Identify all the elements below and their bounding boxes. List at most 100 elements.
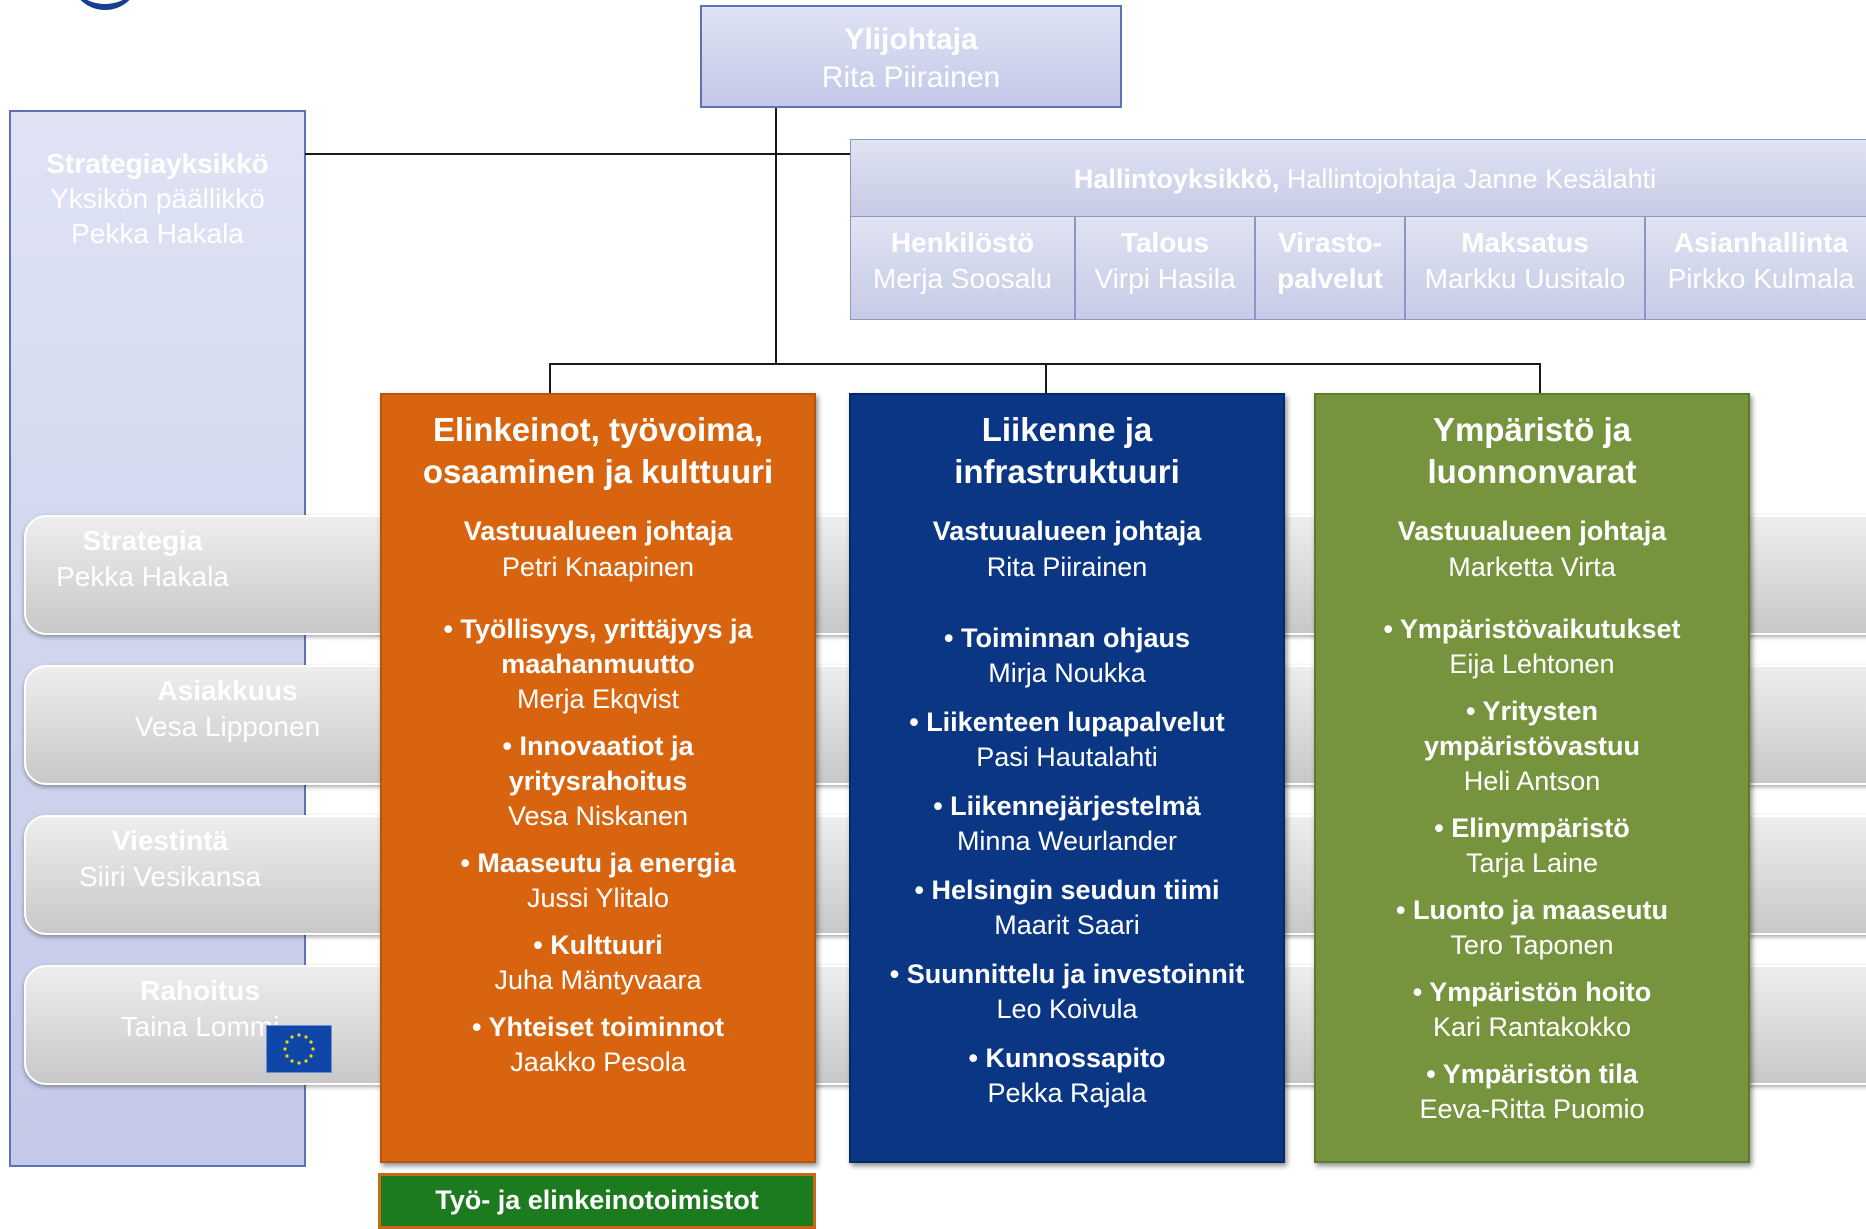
column-head: Vastuualueen johtaja Petri Knaapinen [382, 513, 814, 585]
list-item: • Ympäristön tila Eeva-Ritta Puomio [1316, 1057, 1748, 1127]
admin-sub-maksatus: Maksatus Markku Uusitalo [1405, 216, 1645, 320]
admin-sub-title: Virasto- [1278, 227, 1382, 258]
item-title: • Luonto ja maaseutu [1396, 895, 1668, 925]
column-head: Vastuualueen johtaja Marketta Virta [1316, 513, 1748, 585]
item-title-2: ympäristövastuu [1423, 731, 1641, 761]
list-item: • Yhteiset toiminnot Jaakko Pesola [382, 1010, 814, 1080]
item-name: Eija Lehtonen [1449, 649, 1615, 679]
column-head-name: Rita Piirainen [986, 552, 1148, 582]
list-item: • Innovaatiot ja yritysrahoitus Vesa Nis… [382, 729, 814, 834]
column-title: Elinkeinot, työvoima, osaaminen ja kultt… [382, 395, 814, 493]
admin-sub-talous: Talous Virpi Hasila [1075, 216, 1255, 320]
director-box: Ylijohtaja Rita Piirainen [700, 5, 1122, 108]
item-title: • Työllisyys, yrittäjyys ja [443, 614, 753, 644]
admin-sub-henkilosto: Henkilöstö Merja Soosalu [850, 216, 1075, 320]
side-name: Taina Lommi [120, 1011, 280, 1042]
item-title: • Liikennejärjestelmä [933, 791, 1201, 821]
item-name: Minna Weurlander [956, 826, 1178, 856]
column-title-line1: Ympäristö ja [1432, 411, 1632, 448]
side-label-strategia: Strategia Pekka Hakala [40, 523, 245, 595]
column-title-line2: infrastruktuuri [954, 453, 1180, 490]
column-ymparisto: Ympäristö ja luonnonvarat Vastuualueen j… [1314, 393, 1750, 1163]
admin-sub-virastopalvelut: Virasto- palvelut [1255, 216, 1405, 320]
column-liikenne: Liikenne ja infrastruktuuri Vastuualueen… [849, 393, 1285, 1163]
admin-sub-name: Markku Uusitalo [1424, 263, 1626, 294]
side-name: Siiri Vesikansa [78, 861, 262, 892]
side-label-rahoitus: Rahoitus Taina Lommi [90, 973, 310, 1045]
item-name: Eeva-Ritta Puomio [1419, 1094, 1645, 1124]
list-item: • Kunnossapito Pekka Rajala [851, 1041, 1283, 1111]
item-name: Pasi Hautalahti [976, 742, 1158, 772]
item-name: Tarja Laine [1465, 848, 1599, 878]
side-title: Rahoitus [140, 975, 260, 1006]
admin-sub-name: Merja Soosalu [873, 263, 1052, 294]
admin-sub-name: Virpi Hasila [1094, 263, 1236, 294]
column-head-role: Vastuualueen johtaja [463, 516, 733, 546]
item-title: • Maaseutu ja energia [460, 848, 736, 878]
item-title: • Toiminnan ohjaus [944, 623, 1190, 653]
item-name: Jaakko Pesola [510, 1047, 686, 1077]
column-title-line2: osaaminen ja kulttuuri [422, 453, 774, 490]
connector-col2 [1045, 363, 1047, 393]
strategy-unit-title: Strategiayksikkö [46, 148, 269, 179]
admin-sub-title: Henkilöstö [890, 227, 1035, 258]
item-name: Tero Taponen [1450, 930, 1614, 960]
admin-sub-title-2: palvelut [1277, 263, 1383, 294]
eu-flag-icon [266, 1025, 332, 1073]
column-head-role: Vastuualueen johtaja [1397, 516, 1667, 546]
item-name: Kari Rantakokko [1432, 1012, 1632, 1042]
list-item: • Toiminnan ohjaus Mirja Noukka [851, 621, 1283, 691]
item-name: Maarit Saari [994, 910, 1140, 940]
column-head-role: Vastuualueen johtaja [932, 516, 1202, 546]
offices-box: Työ- ja elinkeinotoimistot [378, 1173, 816, 1229]
admin-unit-head: Hallintojohtaja Janne Kesälahti [1286, 164, 1657, 194]
side-title: Asiakkuus [157, 675, 298, 706]
side-label-viestinta: Viestintä Siiri Vesikansa [60, 823, 280, 895]
list-item: • Ympäristön hoito Kari Rantakokko [1316, 975, 1748, 1045]
admin-sub-asianhallinta: Asianhallinta Pirkko Kulmala [1645, 216, 1866, 320]
list-item: • Yritysten ympäristövastuu Heli Antson [1316, 694, 1748, 799]
item-title: • Ympäristövaikutukset [1383, 614, 1681, 644]
director-name: Rita Piirainen [821, 61, 1001, 94]
column-elinkeinot: Elinkeinot, työvoima, osaaminen ja kultt… [380, 393, 816, 1163]
column-head-name: Marketta Virta [1448, 552, 1616, 582]
list-item: • Liikenteen lupapalvelut Pasi Hautalaht… [851, 705, 1283, 775]
admin-unit-title: Hallintoyksikkö, [1073, 164, 1280, 194]
column-title: Liikenne ja infrastruktuuri [851, 395, 1283, 493]
item-title: • Yritysten [1465, 696, 1598, 726]
offices-label: Työ- ja elinkeinotoimistot [435, 1185, 759, 1215]
item-title: • Kulttuuri [533, 930, 663, 960]
director-title: Ylijohtaja [844, 23, 978, 56]
list-item: • Maaseutu ja energia Jussi Ylitalo [382, 846, 814, 916]
list-item: • Kulttuuri Juha Mäntyvaara [382, 928, 814, 998]
item-name: Merja Ekqvist [516, 684, 680, 714]
admin-unit-box: Hallintoyksikkö, Hallintojohtaja Janne K… [850, 139, 1866, 217]
logo-arc [70, 0, 140, 10]
list-item: • Elinympäristö Tarja Laine [1316, 811, 1748, 881]
strategy-unit-name: Pekka Hakala [71, 218, 244, 249]
strategy-unit-role: Yksikön päällikkö [50, 183, 265, 214]
list-item: • Helsingin seudun tiimi Maarit Saari [851, 873, 1283, 943]
connector-strategy [305, 153, 850, 155]
admin-sub-title: Asianhallinta [1673, 227, 1849, 258]
list-item: • Ympäristövaikutukset Eija Lehtonen [1316, 612, 1748, 682]
column-title: Ympäristö ja luonnonvarat [1316, 395, 1748, 493]
item-title: • Ympäristön hoito [1412, 977, 1652, 1007]
side-label-asiakkuus: Asiakkuus Vesa Lipponen [110, 673, 345, 745]
item-title: • Liikenteen lupapalvelut [909, 707, 1225, 737]
item-title: • Helsingin seudun tiimi [914, 875, 1220, 905]
item-name: Juha Mäntyvaara [494, 965, 702, 995]
side-name: Vesa Lipponen [134, 711, 321, 742]
item-name: Jussi Ylitalo [526, 883, 670, 913]
column-title-line2: luonnonvarat [1427, 453, 1637, 490]
item-title-2: yritysrahoitus [508, 766, 688, 796]
list-item: • Luonto ja maaseutu Tero Taponen [1316, 893, 1748, 963]
side-title: Viestintä [111, 825, 229, 856]
connector-director-trunk [775, 108, 777, 364]
item-title: • Kunnossapito [968, 1043, 1166, 1073]
column-title-line1: Elinkeinot, työvoima, [432, 411, 764, 448]
column-head-name: Petri Knaapinen [501, 552, 695, 582]
item-title: • Ympäristön tila [1426, 1059, 1638, 1089]
admin-sub-title: Maksatus [1461, 227, 1589, 258]
side-name: Pekka Hakala [56, 561, 229, 592]
